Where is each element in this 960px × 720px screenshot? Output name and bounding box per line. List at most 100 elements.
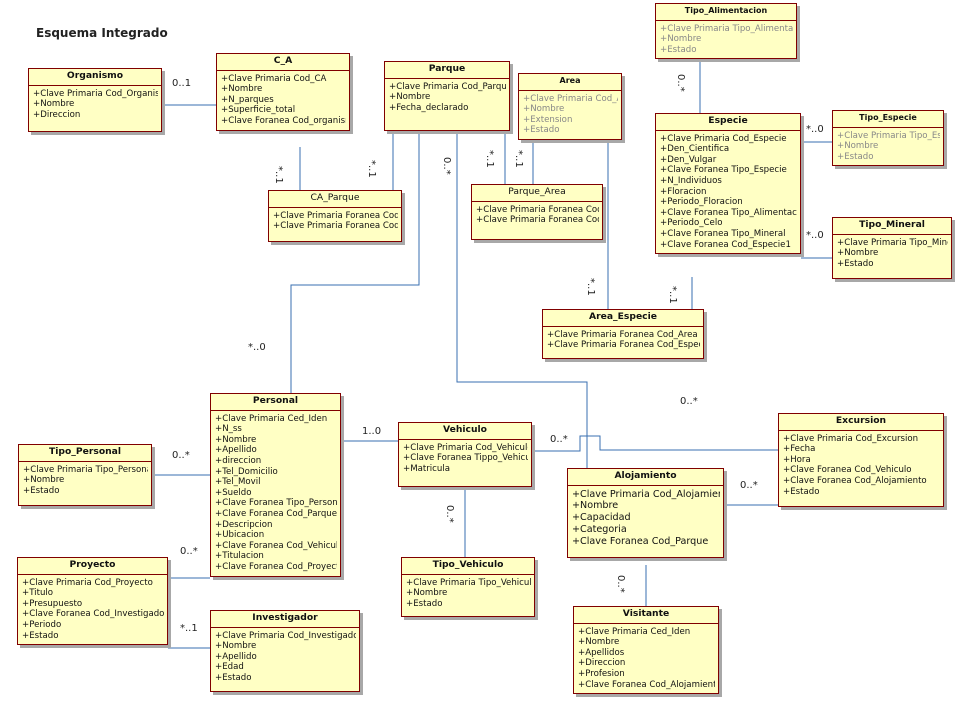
class-area[interactable]: Area +Clave Primaria Cod_Area +Nombre +E… — [518, 73, 622, 140]
class-name: Vehiculo — [399, 423, 531, 440]
class-vehiculo[interactable]: Vehiculo +Clave Primaria Cod_Vehiculo +C… — [398, 422, 532, 488]
attribute: +Nombre — [660, 34, 702, 45]
attribute: +N_Individuos — [660, 175, 722, 186]
attribute: +Apellido — [215, 445, 257, 456]
class-area-especie[interactable]: Area_Especie +Clave Primaria Foranea Cod… — [542, 309, 704, 359]
attribute: +Clave Primaria Cod_Investigador — [215, 630, 356, 641]
attribute: +Apellido — [215, 651, 257, 662]
class-visitante[interactable]: Visitante +Clave Primaria Ced_Iden +Nomb… — [573, 606, 719, 695]
attribute: +Nombre — [23, 475, 65, 486]
attribute: +Clave Primaria Foranea Cod_CA — [273, 210, 398, 221]
class-name: Area_Especie — [543, 310, 703, 327]
attribute: +Periodo_Floracion — [660, 197, 743, 208]
attribute-list: +Clave Primaria Cod_Vehiculo +Clave Fora… — [399, 440, 531, 487]
attribute: +Nombre — [389, 92, 431, 103]
attribute: +Hora — [783, 454, 811, 465]
attribute: +Clave Primaria Ced_Iden — [578, 626, 691, 637]
attribute: +Clave Primaria Cod_Alojamiento — [572, 488, 720, 500]
attribute: +Clave Primaria Cod_Organismo — [33, 88, 158, 99]
class-name: Organismo — [29, 69, 161, 86]
attribute: +Clave Primaria Foranea Cod_Area — [476, 215, 599, 226]
attribute: +Clave Foranea Cod_organismo — [221, 115, 346, 126]
multiplicity-label: *..0 — [248, 342, 266, 353]
attribute: +Clave Foranea Tipo_Mineral — [660, 228, 786, 239]
class-organismo[interactable]: Organismo +Clave Primaria Cod_Organismo … — [28, 68, 162, 133]
attribute: +Clave Foranea Tipo_Especie — [660, 165, 787, 176]
attribute: +Clave Primaria Cod_Vehiculo — [403, 442, 528, 453]
attribute: +Clave Foranea Tipo_Personal — [215, 498, 337, 509]
attribute: +Clave Foranea Cod_Proyecto — [215, 561, 337, 572]
multiplicity-label: *..1 — [513, 150, 524, 168]
attribute-list: +Clave Primaria Cod_Alojamiento +Nombre … — [568, 486, 723, 557]
class-investigador[interactable]: Investigador +Clave Primaria Cod_Investi… — [210, 610, 360, 692]
attribute: +Clave Foranea Cod_Vehiculo — [215, 540, 337, 551]
class-tipo-personal[interactable]: Tipo_Personal +Clave Primaria Tipo_Perso… — [18, 444, 152, 507]
attribute: +Clave Foranea Cod_Alojamiento — [783, 475, 927, 486]
class-parque-area[interactable]: Parque_Area +Clave Primaria Foranea Cod_… — [471, 184, 603, 240]
class-alojamiento[interactable]: Alojamiento +Clave Primaria Cod_Alojamie… — [567, 468, 724, 558]
class-tipo-vehiculo[interactable]: Tipo_Vehiculo +Clave Primaria Tipo_Vehic… — [401, 557, 535, 618]
attribute: +Clave Primaria Tipo_Mineral — [837, 237, 948, 248]
attribute: +Titulo — [22, 588, 54, 599]
class-especie[interactable]: Especie +Clave Primaria Cod_Especie +Den… — [655, 113, 801, 255]
attribute: +Clave Primaria Foranea Cod_Especie — [547, 340, 700, 351]
attribute: +Clave Primaria Cod_Parque — [389, 81, 506, 92]
attribute: +Floracion — [660, 186, 707, 197]
multiplicity-label: 0..* — [680, 396, 698, 407]
attribute: +Clave Foranea Cod_Alojamiento — [578, 679, 715, 690]
multiplicity-label: 0..* — [172, 450, 190, 461]
line-vehiculo-excursion — [532, 435, 778, 452]
attribute: +Direccion — [33, 109, 81, 120]
attribute: +Estado — [783, 486, 820, 497]
class-tipo-alimentacion[interactable]: Tipo_Alimentacion +Clave Primaria Tipo_A… — [655, 3, 797, 60]
attribute-list: +Clave Primaria Foranea Cod_Area +Clave … — [543, 327, 703, 358]
attribute-list: +Clave Primaria Tipo_Personal +Nombre +E… — [19, 462, 151, 506]
class-excursion[interactable]: Excursion +Clave Primaria Cod_Excursion … — [778, 413, 944, 508]
multiplicity-label: 0..* — [180, 546, 198, 557]
attribute: +N_parques — [221, 94, 274, 105]
attribute: +Clave Primaria Ced_Iden — [215, 413, 328, 424]
class-name: Visitante — [574, 607, 718, 624]
attribute: +Clave Foranea Cod_Vehiculo — [783, 465, 912, 476]
attribute: +Nombre — [221, 84, 263, 95]
class-name: Alojamiento — [568, 469, 723, 486]
class-name: Tipo_Mineral — [833, 218, 951, 235]
attribute: +Periodo_Celo — [660, 218, 723, 229]
attribute-list: +Clave Primaria Cod_Investigador +Nombre… — [211, 628, 359, 691]
class-name: Personal — [211, 394, 340, 411]
attribute-list: +Clave Primaria Cod_Especie +Den_Cientif… — [656, 131, 800, 254]
attribute: +Clave Primaria Tipo_Personal — [23, 464, 148, 475]
class-ca-parque[interactable]: CA_Parque +Clave Primaria Foranea Cod_CA… — [268, 190, 402, 242]
multiplicity-label: 0..* — [550, 434, 568, 445]
attribute: +Estado — [837, 151, 874, 162]
class-parque[interactable]: Parque +Clave Primaria Cod_Parque +Nombr… — [384, 61, 510, 132]
attribute: +Superficie_total — [221, 105, 296, 116]
attribute: +Periodo — [22, 619, 62, 630]
attribute-list: +Clave Primaria Cod_Parque +Nombre +Fech… — [385, 79, 509, 131]
attribute: +direccion — [215, 455, 262, 466]
class-proyecto[interactable]: Proyecto +Clave Primaria Cod_Proyecto +T… — [17, 557, 168, 646]
class-name: C_A — [217, 54, 349, 71]
attribute: +Clave Primaria Cod_CA — [221, 73, 327, 84]
attribute: +Clave Foranea Cod_Parque — [215, 508, 337, 519]
attribute: +Nombre — [572, 500, 619, 512]
multiplicity-label: *..1 — [180, 623, 198, 634]
attribute-list: +Clave Primaria Cod_Proyecto +Titulo +Pr… — [18, 575, 167, 645]
class-tipo-especie[interactable]: Tipo_Especie +Clave Primaria Tipo_Especi… — [832, 110, 944, 167]
attribute: +Nombre — [523, 104, 565, 115]
class-personal[interactable]: Personal +Clave Primaria Ced_Iden +N_ss … — [210, 393, 341, 577]
attribute-list: +Clave Primaria Tipo_Vehiculo +Nombre +E… — [402, 575, 534, 617]
class-name: Proyecto — [18, 558, 167, 575]
attribute-list: +Clave Primaria Ced_Iden +N_ss +Nombre +… — [211, 411, 340, 576]
attribute: +Edad — [215, 662, 244, 673]
attribute: +Fecha — [783, 444, 816, 455]
class-c-a[interactable]: C_A +Clave Primaria Cod_CA +Nombre +N_pa… — [216, 53, 350, 131]
attribute: +Clave Primaria Cod_Especie — [660, 133, 787, 144]
attribute: +Profesion — [578, 668, 625, 679]
attribute: +Descripcion — [215, 519, 273, 530]
class-name: Excursion — [779, 414, 943, 431]
class-tipo-mineral[interactable]: Tipo_Mineral +Clave Primaria Tipo_Minera… — [832, 217, 952, 280]
class-name: Tipo_Vehiculo — [402, 558, 534, 575]
attribute: +Titulacion — [215, 551, 264, 562]
attribute: +Clave Foranea Cod_Especie1 — [660, 239, 791, 250]
